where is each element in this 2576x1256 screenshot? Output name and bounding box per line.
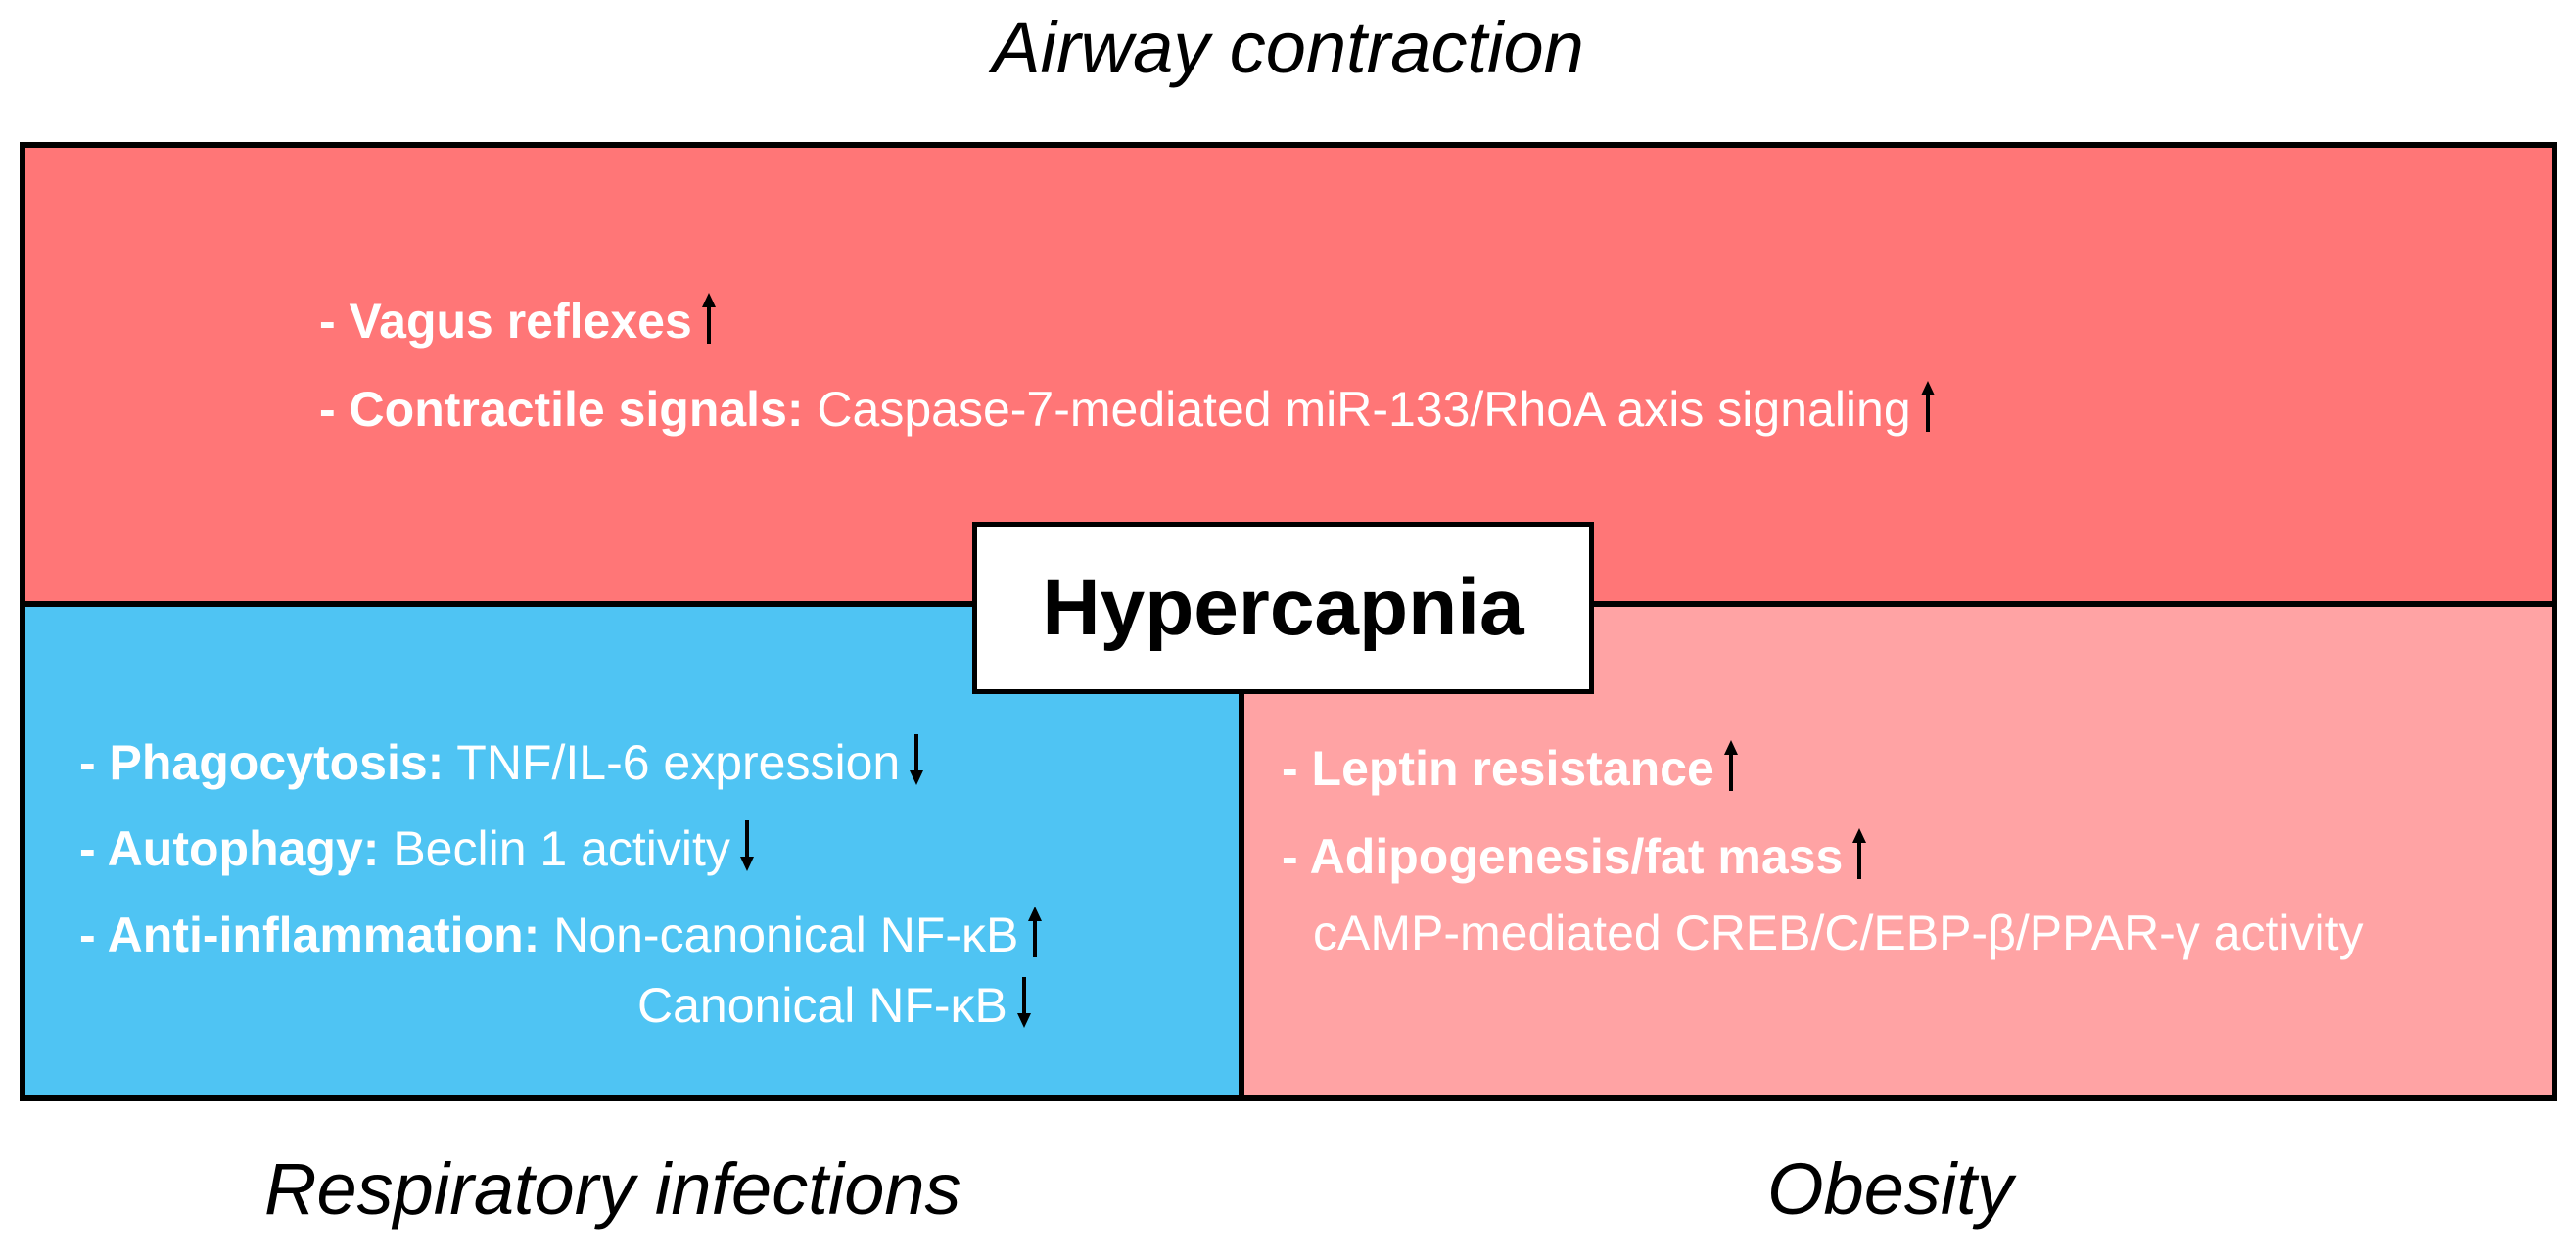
- adipogenesis-item: - Adipogenesis/fat mass: [1282, 828, 1867, 884]
- up-arrow-icon: [1852, 828, 1867, 879]
- up-arrow-icon: [1723, 740, 1738, 791]
- autophagy-term: - Autophagy:: [79, 821, 380, 876]
- phagocytosis-detail: TNF/IL-6 expression: [444, 735, 901, 790]
- adipogenesis-term: - Adipogenesis/fat mass: [1282, 829, 1844, 884]
- vagus-reflexes-item: - Vagus reflexes: [319, 293, 716, 346]
- canonical-nfkb-detail: Canonical NF-κB: [637, 978, 1007, 1033]
- hypercapnia-label: Hypercapnia: [1042, 563, 1524, 652]
- anti-inflammation-term: - Anti-inflammation:: [79, 907, 540, 962]
- contractile-signals-detail: Caspase-7-mediated miR-133/RhoA axis sig…: [803, 382, 1911, 437]
- up-arrow-icon: [1920, 381, 1935, 432]
- up-arrow-icon: [1028, 907, 1043, 957]
- anti-inflammation-item: - Anti-inflammation: Non-canonical NF-κB: [79, 907, 1043, 962]
- down-arrow-icon: [910, 734, 924, 785]
- airway-contraction-caption: Airway contraction: [992, 7, 1584, 88]
- down-arrow-icon: [1016, 977, 1031, 1028]
- leptin-resistance-term: - Leptin resistance: [1282, 741, 1714, 796]
- camp-pathway-item: cAMP-mediated CREB/C/EBP-β/PPAR-γ activi…: [1313, 908, 2364, 957]
- obesity-caption: Obesity: [1767, 1148, 2013, 1230]
- hypercapnia-box: Hypercapnia: [972, 522, 1594, 694]
- up-arrow-icon: [701, 293, 716, 344]
- non-canonical-nfkb-detail: Non-canonical NF-κB: [539, 907, 1019, 962]
- contractile-signals-term: - Contractile signals:: [319, 382, 804, 437]
- canonical-nfkb-item: Canonical NF-κB: [637, 977, 1031, 1030]
- autophagy-detail: Beclin 1 activity: [379, 821, 730, 876]
- leptin-resistance-item: - Leptin resistance: [1282, 740, 1738, 793]
- phagocytosis-item: - Phagocytosis: TNF/IL-6 expression: [79, 734, 924, 790]
- vagus-reflexes-term: - Vagus reflexes: [319, 294, 692, 349]
- phagocytosis-term: - Phagocytosis:: [79, 735, 445, 790]
- autophagy-item: - Autophagy: Beclin 1 activity: [79, 820, 754, 873]
- down-arrow-icon: [739, 820, 754, 871]
- camp-pathway-detail: cAMP-mediated CREB/C/EBP-β/PPAR-γ activi…: [1313, 906, 2364, 960]
- respiratory-infections-caption: Respiratory infections: [264, 1148, 961, 1230]
- contractile-signals-item: - Contractile signals: Caspase-7-mediate…: [319, 381, 1935, 434]
